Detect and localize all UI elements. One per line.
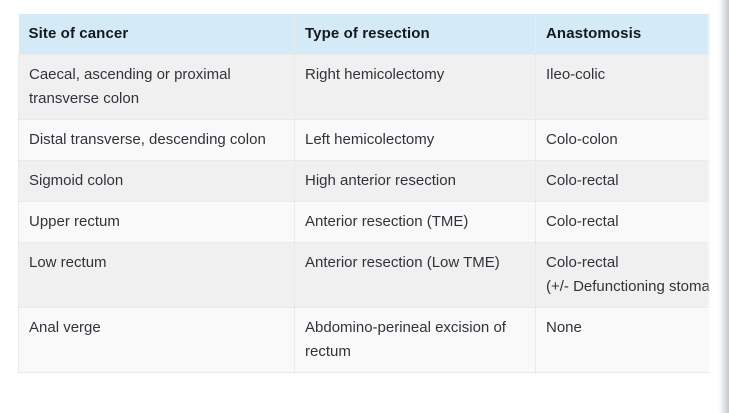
table-cell: Anterior resection (Low TME) [294, 242, 536, 308]
table-cell: None [535, 307, 711, 373]
column-header: Anastomosis [535, 14, 711, 55]
table-cell: Low rectum [18, 242, 295, 308]
right-edge-shadow [719, 0, 729, 413]
table-cell: Upper rectum [18, 201, 295, 243]
column-header: Type of resection [294, 14, 536, 55]
table-cell: Anal verge [18, 307, 295, 373]
table-cell: Right hemicolectomy [294, 54, 536, 120]
column-header: Site of cancer [18, 14, 295, 55]
table-cell: High anterior resection [294, 160, 536, 202]
table-row: Caecal, ascending or proximal transverse… [18, 54, 711, 120]
table-cell: Sigmoid colon [18, 160, 295, 202]
table-cell: Caecal, ascending or proximal transverse… [18, 54, 295, 120]
table-cell: Colo-rectal (+/- Defunctioning stoma) [535, 242, 711, 308]
table-cell: Ileo-colic [535, 54, 711, 120]
table-cell: Abdomino-perineal excision of rectum [294, 307, 536, 373]
table-cell: Colo-colon [535, 119, 711, 161]
table-cell: Left hemicolectomy [294, 119, 536, 161]
table-cell: Colo-rectal [535, 201, 711, 243]
table-body: Caecal, ascending or proximal transverse… [18, 54, 711, 373]
table-cell: Colo-rectal [535, 160, 711, 202]
table-cell: Anterior resection (TME) [294, 201, 536, 243]
table-cell: Distal transverse, descending colon [18, 119, 295, 161]
